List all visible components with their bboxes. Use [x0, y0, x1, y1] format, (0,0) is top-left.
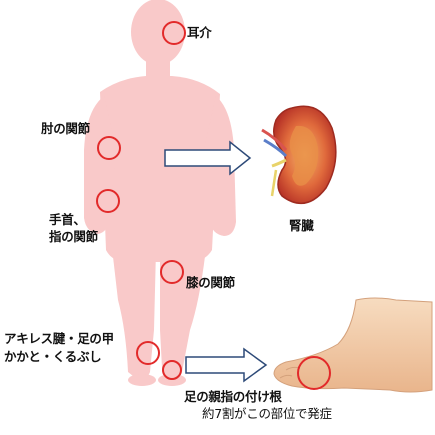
- label-elbow: 肘の関節: [41, 121, 90, 136]
- arrow-to-foot: [185, 347, 268, 383]
- marker-circles: [96, 21, 186, 380]
- label-wrist-line1: 手首、: [49, 212, 86, 227]
- label-kidney: 腎臓: [289, 218, 314, 233]
- heel-marker: [162, 360, 182, 380]
- label-ear: 耳介: [187, 25, 212, 40]
- big-toe-marker: [297, 356, 331, 390]
- label-wrist-line2: 指の関節: [49, 229, 98, 244]
- kidney-icon: [261, 105, 337, 205]
- wrist-marker: [96, 189, 120, 213]
- elbow-marker: [97, 136, 121, 160]
- label-achilles-line1: アキレス腱・足の甲: [4, 331, 114, 346]
- ear-marker: [162, 21, 186, 45]
- body-silhouette: [84, 0, 236, 386]
- label-big-toe-note: 約7割がこの部位で発症: [202, 406, 332, 421]
- foot-icon: [273, 297, 433, 393]
- ankle-marker: [136, 341, 160, 365]
- label-achilles-line2: かかと・くるぶし: [4, 349, 102, 364]
- label-big-toe: 足の親指の付け根: [184, 389, 282, 404]
- arrow-to-kidney: [164, 140, 252, 176]
- label-knee: 膝の関節: [186, 275, 235, 290]
- knee-marker: [160, 260, 184, 284]
